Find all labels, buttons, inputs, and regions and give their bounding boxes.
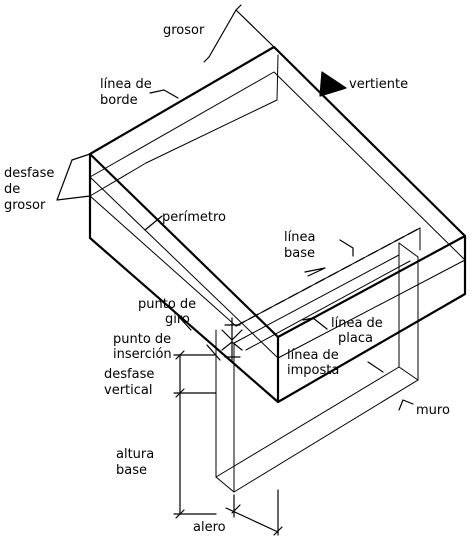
slab-inner-lines	[89, 54, 466, 359]
labels: grosor línea de borde vertiente desfase …	[4, 23, 450, 535]
dimension-vertical	[173, 350, 217, 519]
label-punto-de-giro: punto de giro	[138, 297, 200, 327]
label-muro: muro	[416, 403, 450, 418]
label-linea-de-imposta: línea de imposta	[287, 348, 343, 378]
leader-linea-de-placa	[302, 317, 328, 330]
label-altura-base: altura base	[116, 447, 158, 478]
pivot-insertion-markers	[177, 315, 243, 363]
label-vertiente: vertiente	[349, 77, 408, 92]
label-grosor: grosor	[163, 23, 205, 38]
label-alero: alero	[193, 520, 226, 535]
dimension-desfase-grosor	[56, 153, 91, 201]
leader-linea-de-borde	[149, 89, 179, 99]
label-linea-base: línea base	[284, 230, 320, 261]
slope-symbol	[319, 71, 347, 97]
label-linea-de-borde: línea de borde	[100, 77, 156, 108]
leader-muro	[398, 399, 414, 411]
label-punto-de-insercion: punto de inserción	[113, 332, 175, 362]
base-line	[235, 227, 421, 327]
label-perimetro: perímetro	[162, 210, 226, 225]
leader-linea-de-imposta	[367, 361, 384, 373]
wall	[215, 242, 419, 493]
label-linea-de-placa: línea de placa	[331, 316, 387, 346]
slope-mark-base	[304, 267, 326, 277]
label-desfase-de-grosor: desfase de grosor	[4, 166, 58, 213]
leader-linea-base	[339, 239, 354, 257]
dimension-alero	[225, 489, 283, 536]
label-desfase-vertical: desfase vertical	[104, 367, 158, 398]
dimension-grosor	[203, 4, 275, 63]
leader-perimetro	[144, 215, 163, 231]
